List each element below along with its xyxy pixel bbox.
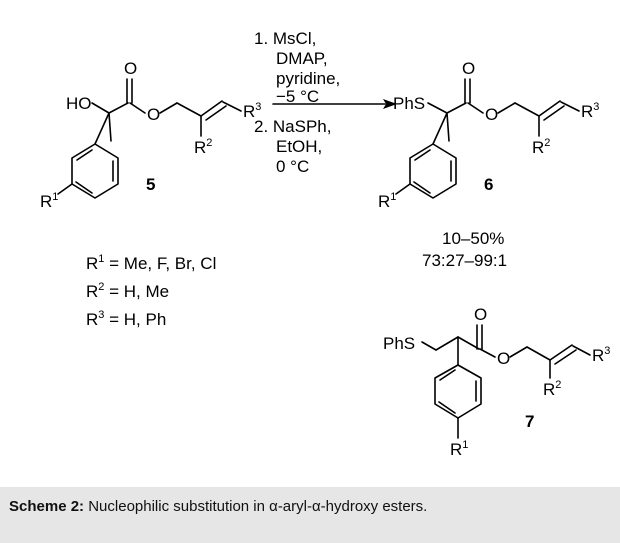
condition-line: −5 °C <box>276 87 319 106</box>
reaction-scheme: HO O O R3 R2 R1 5 1. MsCl, DMAP, pyridin… <box>40 29 610 459</box>
condition-line: 2. NaSPh, <box>254 117 332 136</box>
compound-5-structure <box>57 78 242 199</box>
scheme-caption: Scheme 2: Nucleophilic substitution in α… <box>9 498 427 515</box>
r3-label-5: R3 <box>243 101 261 121</box>
caption-bar <box>0 487 620 543</box>
ester-oxygen-label: O <box>147 105 160 124</box>
r2-label-7: R2 <box>543 379 561 399</box>
carbonyl-oxygen-label: O <box>124 59 137 78</box>
compound-6-number: 6 <box>484 175 493 194</box>
ester-oxygen-label: O <box>497 349 510 368</box>
phs-label-6: PhS <box>393 94 425 113</box>
condition-line: DMAP, <box>276 49 328 68</box>
r1-label-6: R1 <box>378 191 396 211</box>
r2-label-6: R2 <box>532 137 550 157</box>
carbonyl-oxygen-label: O <box>474 305 487 324</box>
yield-text: 10–50% <box>442 229 504 248</box>
ester-oxygen-label: O <box>485 105 498 124</box>
r3-definition: R3 = H, Ph <box>86 309 166 329</box>
r1-label-7: R1 <box>450 439 468 459</box>
r1-definition: R1 = Me, F, Br, Cl <box>86 253 216 273</box>
condition-line: pyridine, <box>276 69 340 88</box>
hydroxy-label: HO <box>66 94 92 113</box>
reaction-arrowhead <box>383 99 397 109</box>
carbonyl-oxygen-label: O <box>462 59 475 78</box>
condition-line: EtOH, <box>276 137 322 156</box>
compound-7-structure <box>421 324 591 439</box>
r2-definition: R2 = H, Me <box>86 281 169 301</box>
conditions-step2: 2. NaSPh, EtOH, 0 °C <box>254 117 332 176</box>
compound-6-structure <box>395 78 580 199</box>
condition-line: 0 °C <box>276 157 309 176</box>
r2-label-5: R2 <box>194 137 212 157</box>
conditions-step1: 1. MsCl, DMAP, pyridine, −5 °C <box>254 29 340 106</box>
compound-5-number: 5 <box>146 175 155 194</box>
ratio-text: 73:27–99:1 <box>422 251 507 270</box>
caption-text: Nucleophilic substitution in α-aryl-α-hy… <box>84 498 428 515</box>
compound-7-number: 7 <box>525 412 534 431</box>
r1-label-5: R1 <box>40 191 58 211</box>
phs-label-7: PhS <box>383 334 415 353</box>
caption-label: Scheme 2: <box>9 498 85 515</box>
condition-line: 1. MsCl, <box>254 29 316 48</box>
r3-label-7: R3 <box>592 345 610 365</box>
r3-label-6: R3 <box>581 101 599 121</box>
